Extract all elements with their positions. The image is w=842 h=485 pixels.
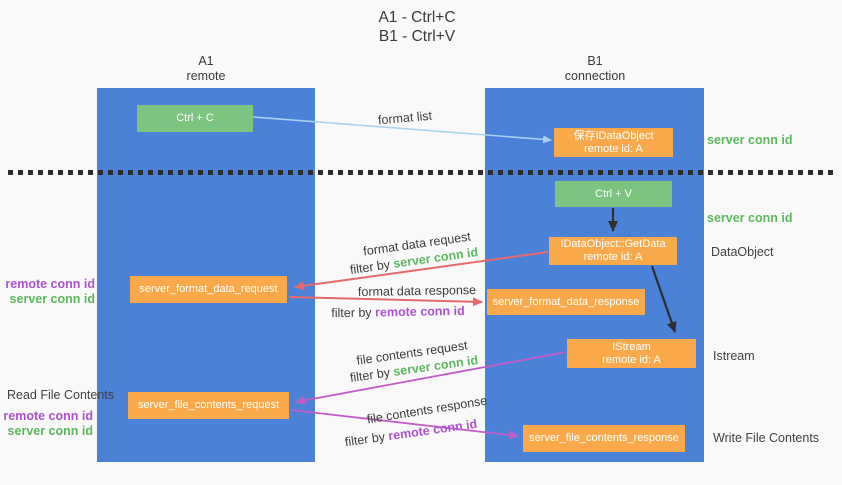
node-server-file-contents-response: server_file_contents_response [523, 425, 685, 452]
node-istream: IStream remote id: A [567, 339, 696, 368]
server-conn-id-annotation: server conn id [7, 424, 93, 438]
getdata-line1: IDataObject::GetData [560, 238, 666, 250]
save-idataobject-line2: remote id: A [584, 142, 643, 155]
lane-b1-title: B1 [587, 54, 603, 68]
format-list-arrow [252, 116, 552, 144]
lane-b1-subtitle: connection [564, 68, 626, 83]
node-save-idataobject: 保存IDataObject remote id: A [554, 128, 673, 157]
server-conn-id-annotation: server conn id [9, 292, 95, 306]
left-bottom-conn-ids: remote conn id server conn id [3, 409, 93, 439]
title-line-2: B1 - Ctrl+V [378, 28, 456, 45]
ctrl-v-label: Ctrl + V [595, 187, 632, 200]
format-data-response-label: format data response [357, 282, 477, 300]
node-idataobject-getdata: IDataObject::GetData remote id: A [549, 237, 677, 265]
lane-header-b1: B1 connection [535, 54, 655, 83]
format-data-response-arrow [288, 296, 483, 307]
format-request-label: server_format_data_request [139, 283, 278, 295]
remote-conn-id-annotation: remote conn id [3, 409, 93, 423]
lane-header-a1: A1 remote [146, 54, 266, 83]
format-response-label: server_format_data_response [492, 295, 640, 308]
filter-by-remote-conn-id-label-1: filter by remote conn id [331, 304, 465, 320]
node-server-file-contents-request: server_file_contents_request [128, 392, 289, 419]
file-request-label: server_file_contents_request [137, 399, 280, 411]
ctrl-c-label: Ctrl + C [176, 112, 214, 124]
write-file-contents-label: Write File Contents [713, 431, 820, 445]
dataobject-label: DataObject [711, 245, 774, 259]
server-conn-id-annotation-top: server conn id [707, 133, 793, 147]
getdata-to-istream-arrow [650, 265, 677, 333]
format-data-request-arrow [294, 251, 549, 291]
phase-separator-dotted-line [8, 170, 836, 175]
file-response-label: server_file_contents_response [529, 432, 679, 444]
node-server-format-data-request: server_format_data_request [130, 276, 287, 303]
server-conn-id-annotation-mid: server conn id [707, 211, 793, 225]
read-file-contents-label: Read File Contents [7, 388, 115, 402]
istream-label: Istream [713, 349, 755, 363]
title-line-1: A1 - Ctrl+C [378, 9, 456, 26]
lane-a1-title: A1 [198, 54, 214, 68]
node-ctrl-v: Ctrl + V [555, 181, 672, 207]
remote-conn-id-annotation: remote conn id [5, 277, 95, 291]
filter-by-text: filter by [331, 305, 372, 321]
file-contents-request-arrow [295, 351, 567, 405]
node-ctrl-c: Ctrl + C [137, 105, 253, 132]
diagram-title: A1 - Ctrl+C B1 - Ctrl+V [332, 8, 502, 46]
istream-line1: IStream [612, 340, 651, 353]
node-server-format-data-response: server_format_data_response [487, 289, 645, 315]
remote-conn-id-text: remote conn id [374, 303, 465, 320]
istream-line2: remote id: A [602, 353, 661, 366]
save-idataobject-line1: 保存IDataObject [573, 129, 654, 142]
lane-a1-subtitle: remote [186, 68, 226, 83]
getdata-line2: remote id: A [583, 251, 643, 263]
file-contents-response-arrow [290, 409, 519, 440]
left-top-conn-ids: remote conn id server conn id [5, 277, 95, 307]
